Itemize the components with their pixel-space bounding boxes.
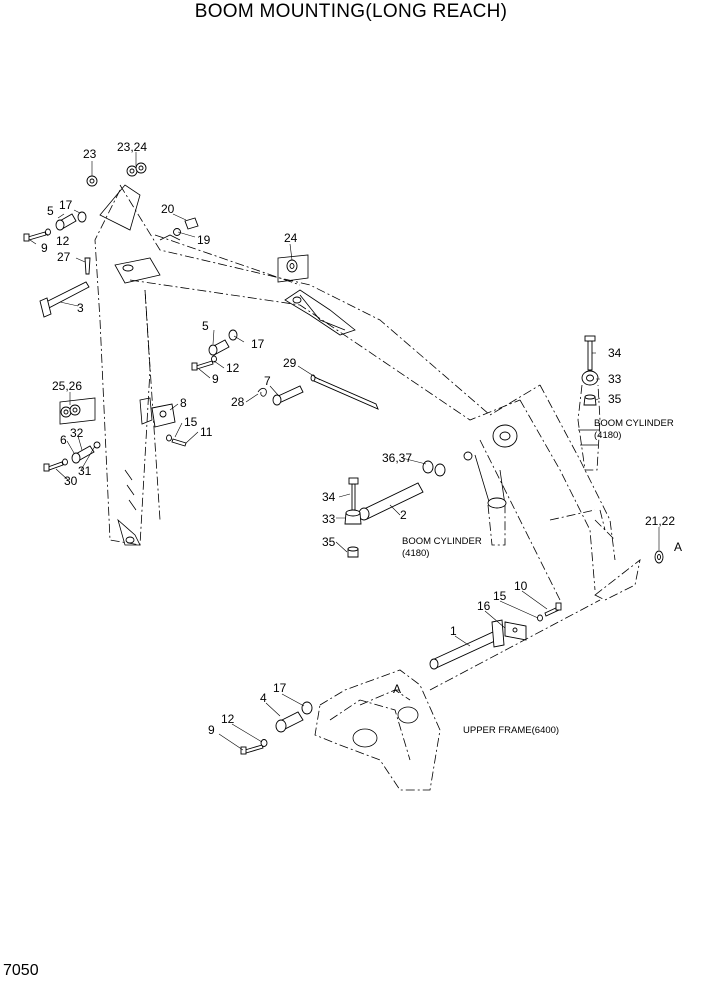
callout-21-22: 21,22 <box>645 514 675 528</box>
boom-cylinder-center <box>474 424 518 546</box>
part-4-pin-bottom <box>275 701 313 733</box>
part-5-pin-top <box>55 211 87 231</box>
callout-10: 10 <box>514 579 528 593</box>
callout-17: 17 <box>59 198 73 212</box>
callout-9: 9 <box>41 241 48 255</box>
part-28-clip <box>257 388 267 397</box>
part-16-plate <box>504 621 527 641</box>
callout-7: 7 <box>264 374 271 388</box>
callout-31: 31 <box>78 464 92 478</box>
page-number: 7050 <box>3 962 39 979</box>
callout-35-right: 35 <box>608 392 622 406</box>
callout-17-center: 17 <box>251 337 265 351</box>
part-1-pin-lower <box>429 619 505 670</box>
callout-23-24: 23,24 <box>117 140 147 154</box>
callout-labels: 23 23,24 5 17 20 12 19 9 24 27 3 5 17 9 … <box>41 140 682 737</box>
callout-16: 16 <box>477 599 491 613</box>
part-21-22-washer <box>654 550 664 564</box>
callout-28: 28 <box>231 395 245 409</box>
boom-foot-bracket <box>99 184 181 546</box>
callout-27: 27 <box>57 250 71 264</box>
part-6-pin-lower <box>71 441 101 464</box>
part-36-37-washers <box>422 451 473 477</box>
callout-12: 12 <box>56 234 70 248</box>
boom-center-pivot <box>284 289 356 336</box>
part-9-12-bolt-top <box>23 228 51 242</box>
callout-34-center: 34 <box>322 490 336 504</box>
part-30-bolt-lower <box>43 458 68 472</box>
callout-5: 5 <box>47 204 54 218</box>
part-3-pin <box>39 281 90 318</box>
callout-3: 3 <box>77 301 84 315</box>
diagram-title: BOOM MOUNTING(LONG REACH) <box>194 1 508 22</box>
boom-cylinder-right <box>577 370 601 471</box>
callout-15: 15 <box>184 415 198 429</box>
part-5-pin-center <box>208 329 238 356</box>
note-boom-cylinder-right: BOOM CYLINDER <box>594 418 674 429</box>
part-24-washer <box>277 254 309 283</box>
callout-17-bottom: 17 <box>273 681 287 695</box>
part-35-nut-right <box>583 394 597 406</box>
callout-5-center: 5 <box>202 319 209 333</box>
callout-25-26: 25,26 <box>52 379 82 393</box>
callout-6: 6 <box>60 433 67 447</box>
part-34-bolt-right <box>584 335 596 371</box>
callout-33-center: 33 <box>322 512 336 526</box>
callout-9-center: 9 <box>212 372 219 386</box>
callout-4: 4 <box>260 691 267 705</box>
callout-12-center: 12 <box>226 361 240 375</box>
part-33-clamp-center <box>344 509 362 525</box>
part-29-rod <box>310 374 379 410</box>
part-25-26-washers <box>59 397 96 425</box>
callout-35-center: 35 <box>322 535 336 549</box>
callout-23: 23 <box>83 147 97 161</box>
part-34-bolt-center <box>348 477 359 511</box>
part-7-pin <box>272 385 304 406</box>
callout-29: 29 <box>283 356 297 370</box>
reference-letter-a-right: A <box>674 540 682 554</box>
callout-32: 32 <box>70 426 84 440</box>
callout-20: 20 <box>161 202 175 216</box>
part-2-pin <box>358 482 424 521</box>
notes: BOOM CYLINDER (4180) BOOM CYLINDER (4180… <box>402 418 674 736</box>
note-upper-frame: UPPER FRAME(6400) <box>463 725 559 736</box>
part-23-washer <box>86 175 98 187</box>
reference-letter-a-lower: A <box>393 682 401 696</box>
upper-frame-outline <box>314 599 601 791</box>
part-35-nut-center <box>347 546 359 558</box>
boom-outline <box>94 184 641 601</box>
callout-11: 11 <box>200 425 213 439</box>
part-8-bracket <box>151 403 176 428</box>
callout-1: 1 <box>450 624 457 638</box>
callout-12-bottom: 12 <box>221 712 235 726</box>
leader-lines <box>29 152 660 751</box>
note-boom-cylinder-center: BOOM CYLINDER <box>402 536 482 547</box>
callout-2: 2 <box>400 508 407 522</box>
callout-19: 19 <box>197 233 211 247</box>
callout-24: 24 <box>284 231 298 245</box>
callout-33-right: 33 <box>608 372 622 386</box>
note-boom-cylinder-center-code: (4180) <box>402 548 429 559</box>
part-15-11-bolt <box>166 434 187 447</box>
callout-15-lower: 15 <box>493 589 507 603</box>
part-9-12-bolt-center <box>191 355 217 371</box>
callout-34-right: 34 <box>608 346 622 360</box>
part-20-19-nut-washer <box>173 217 199 236</box>
callout-30: 30 <box>64 474 78 488</box>
note-boom-cylinder-right-code: (4180) <box>594 430 621 441</box>
callout-9-bottom: 9 <box>208 723 215 737</box>
part-10-bolt-lower <box>537 602 562 622</box>
callout-36-37: 36,37 <box>382 451 412 465</box>
part-27-lock-pin <box>84 257 91 275</box>
part-9-12-bolt-bottom <box>240 739 268 755</box>
part-23-24-washers <box>126 162 147 177</box>
callout-8: 8 <box>180 396 187 410</box>
